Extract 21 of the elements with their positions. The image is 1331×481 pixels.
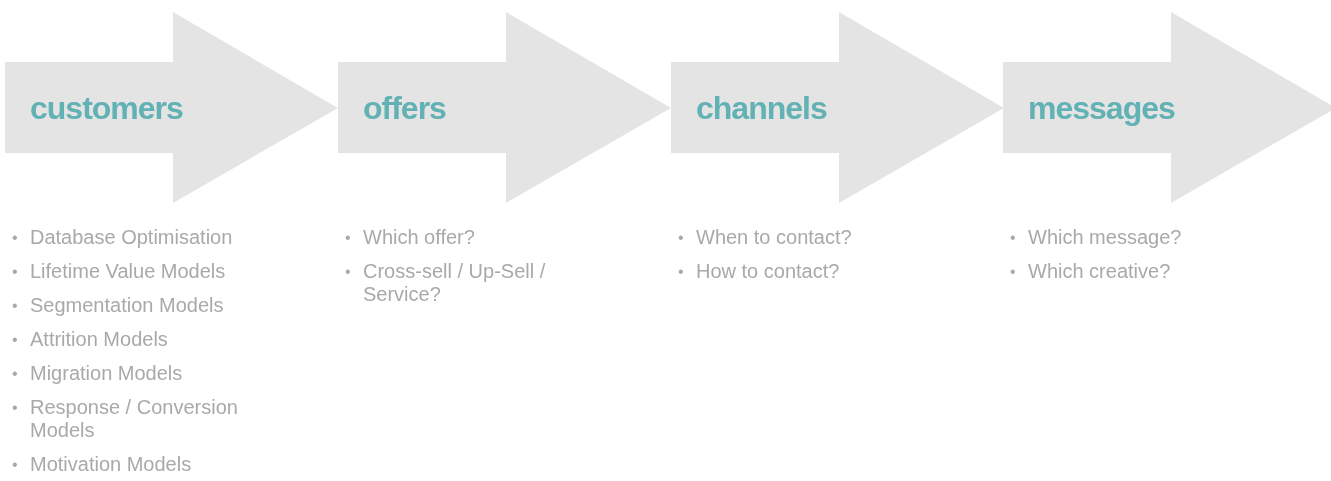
arrow-shape — [1003, 12, 1331, 204]
bullet-item: • Motivation Models — [12, 453, 193, 476]
bullet-item: • How to contact? — [678, 260, 841, 283]
arrow-shape — [671, 12, 1004, 204]
bullet-item: • When to contact? — [678, 226, 853, 249]
bullet-item: • Database Optimisation — [12, 226, 234, 249]
bullet-item: • Attrition Models — [12, 328, 169, 351]
bullet-item: • Which creative? — [1010, 260, 1172, 283]
bullet-item: • Cross-sell / Up-Sell / Service? — [345, 260, 547, 306]
step-title: channels — [696, 89, 827, 127]
bullet-item: • Which message? — [1010, 226, 1183, 249]
bullet-item: • Response / Conversion Models — [12, 396, 239, 442]
arrow-shape — [338, 12, 671, 204]
bullet-item: • Which offer? — [345, 226, 476, 249]
bullet-item: • Lifetime Value Models — [12, 260, 227, 283]
step-title: offers — [363, 89, 446, 127]
bullet-item: • Migration Models — [12, 362, 184, 385]
step-title: customers — [30, 89, 183, 127]
step-title: messages — [1028, 89, 1175, 127]
arrow-shape — [5, 12, 338, 204]
bullet-item: • Segmentation Models — [12, 294, 225, 317]
